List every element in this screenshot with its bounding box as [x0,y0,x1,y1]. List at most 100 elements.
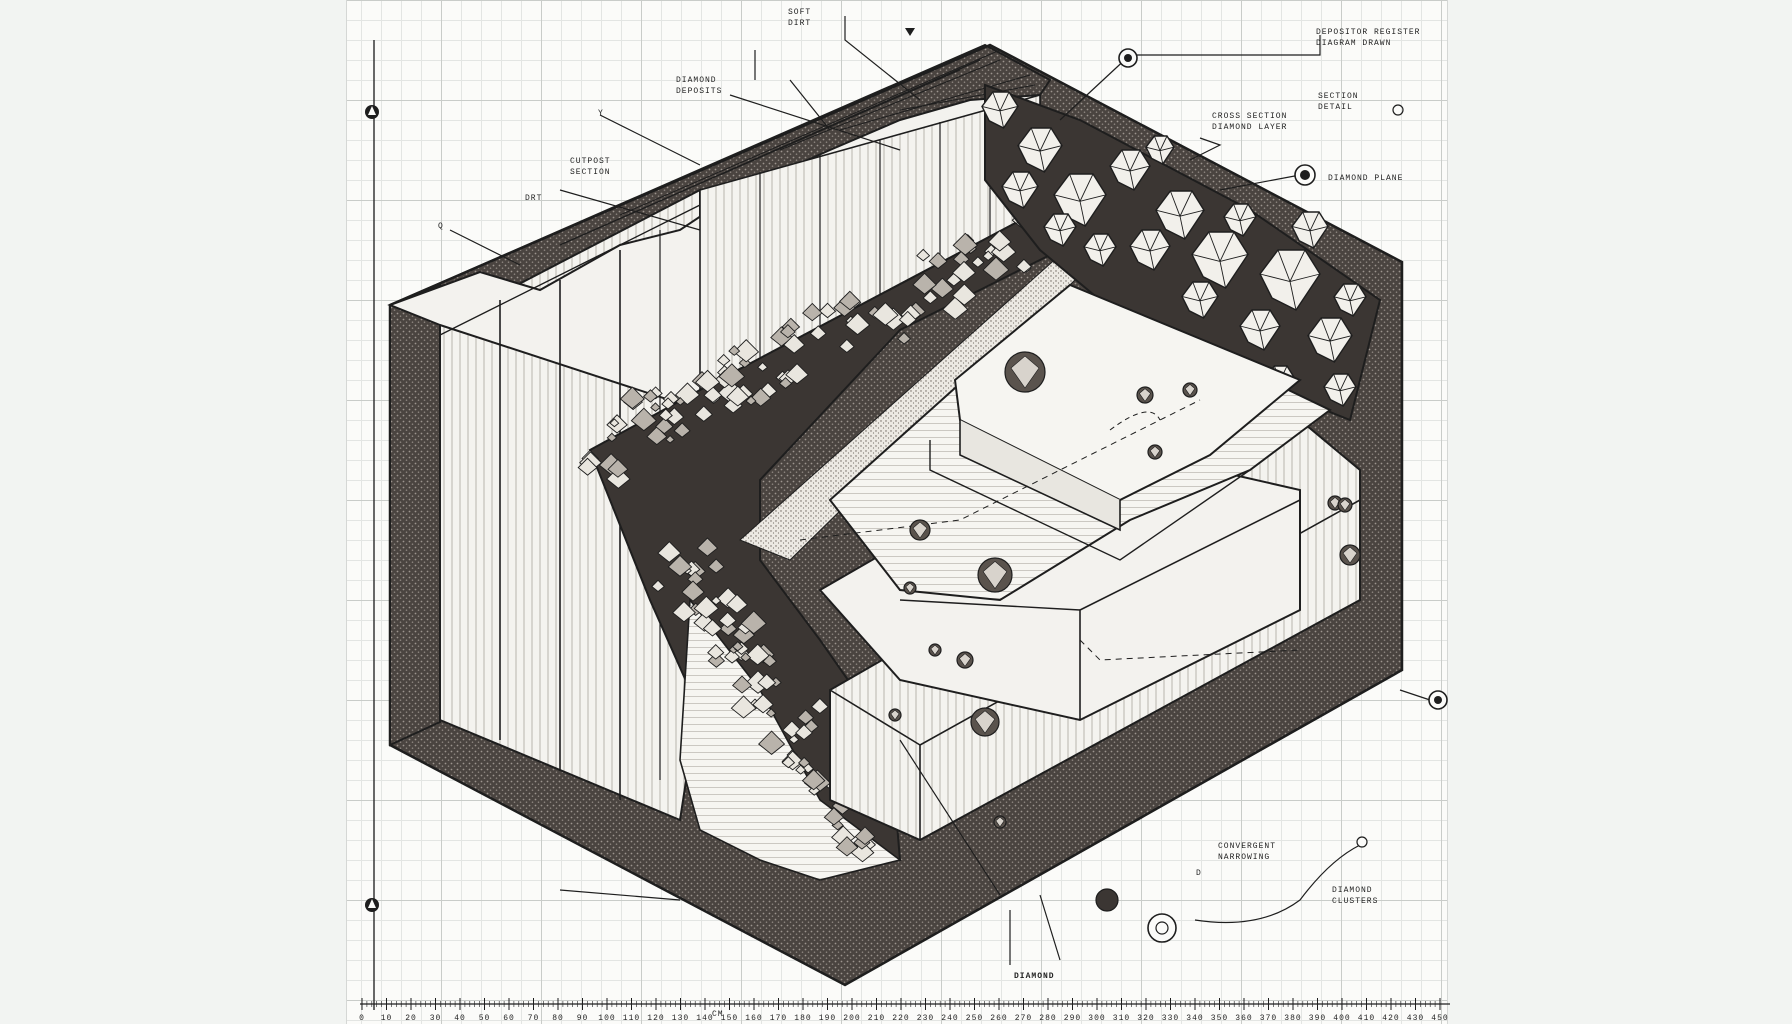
ruler-tick-label: 450 [1431,1014,1448,1023]
gravel-stone [606,466,631,489]
gravel-stone [982,256,1010,281]
gravel-stone [630,407,657,432]
ruler-tick-label: 90 [577,1014,589,1023]
gravel-stone [809,325,827,341]
gravel-stone [982,250,994,261]
gravel-stone [673,422,691,438]
embedded-diamond [1147,444,1163,460]
ruler-tick-label: 0 [359,1014,365,1023]
ruler-tick-label: 410 [1358,1014,1375,1023]
left-slabs [387,43,1052,822]
embedded-diamonds [888,351,1361,829]
gravel-stone [795,764,807,775]
ruler-tick-label: 100 [598,1014,615,1023]
diamond-crystal [1109,149,1151,191]
ruler-tick-label: 210 [868,1014,885,1023]
gravel-stone [810,697,829,715]
diamond-crystal [1307,317,1353,363]
gravel-stone [694,369,721,393]
ruler-tick-label: 290 [1064,1014,1081,1023]
gravel-stone [707,558,725,574]
ruler-tick-label: 260 [990,1014,1007,1023]
gravel-stone [650,402,661,412]
ruler-tick-label: 30 [430,1014,442,1023]
embedded-diamond [928,643,942,657]
gravel-stone [922,290,939,305]
gravel-stone [802,302,823,322]
gravel-stone [657,541,682,563]
gravel-stone [665,434,675,444]
gravel-stone [778,377,793,389]
ruler-tick-label: 10 [381,1014,393,1023]
diamond-crystal [1291,211,1329,249]
ruler-unit: CM [712,1010,724,1019]
ruler-tick-label: 430 [1407,1014,1424,1023]
gravel-stone [609,418,620,428]
gravel-stone [898,310,917,328]
embedded-diamond [1337,497,1353,513]
gravel-stone [783,333,806,354]
gravel-stone [726,593,749,614]
embedded-diamond [909,519,931,541]
gravel-stone [797,756,811,768]
gravel-stone [795,724,813,741]
label-diamond: DIAMOND [1014,972,1055,981]
ruler-tick-label: 230 [917,1014,934,1023]
gravel-stone [740,610,767,635]
gravel-stone [703,386,723,404]
gravel-stone [718,363,746,388]
gravel-stone [740,652,752,663]
gravel-stone [838,290,861,311]
gravel-stone [730,695,757,719]
gravel-stone [854,826,876,846]
gravel-stone [872,302,899,326]
diamond-crystal [981,91,1019,129]
ruler-tick-label: 130 [672,1014,689,1023]
gravel-stone [607,458,629,478]
ruler-tick-label: 360 [1235,1014,1252,1023]
gravel-stone [707,644,725,660]
gravel-stone [779,324,796,339]
ruler-tick-label: 40 [454,1014,466,1023]
gravel-stone [728,345,741,356]
label-d: D [1196,869,1202,878]
gravel-stone [838,338,855,354]
gravel-stone [654,417,674,435]
ruler-tick-label: 50 [479,1014,491,1023]
gravel-stone [808,784,821,796]
ruler-tick-label: 120 [647,1014,664,1023]
gravel-stones [577,212,1056,863]
gravel-stone [577,457,598,476]
embedded-diamond [1182,382,1198,398]
ruler-tick-label: 110 [623,1014,640,1023]
gravel-stone [951,260,977,283]
diamond-crystal [1333,283,1367,317]
gravel-stone [971,256,985,268]
gravel-stone [733,339,760,363]
gravel-stone [745,395,757,406]
diamond-crystal [1145,135,1175,165]
embedded-diamond [1136,386,1154,404]
gravel-stone [726,385,750,407]
gravel-stone [785,363,809,385]
ruler-tick-label: 150 [721,1014,738,1023]
gravel-stone [719,619,738,637]
gravel-stone [732,675,753,694]
ruler-tick-label: 20 [405,1014,417,1023]
gravel-stone [897,331,912,345]
gravel-stone [801,768,826,791]
embedded-diamond [956,651,974,669]
gravel-stone [718,611,737,628]
ruler-tick-label: 220 [892,1014,909,1023]
gravel-stone [646,426,668,446]
gravel-stone [651,579,665,593]
leader-lines [449,16,1431,965]
gravel-stone [757,673,777,691]
gravel-stone [738,356,751,369]
embedded-diamond [993,815,1007,829]
